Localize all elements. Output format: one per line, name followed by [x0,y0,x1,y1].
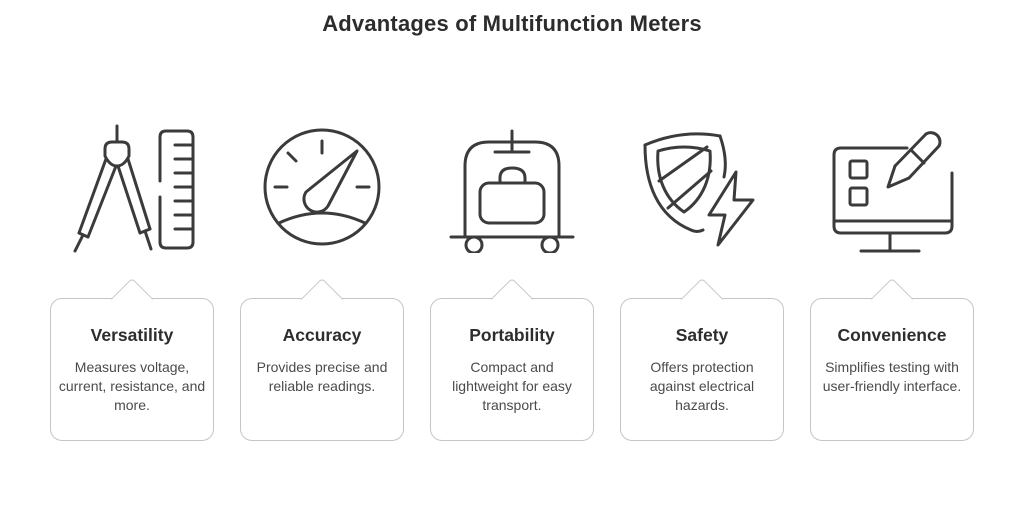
card-pointer [110,277,154,321]
card-description: Simplifies testing with user-friendly in… [822,359,962,394]
gauge-icon [256,123,388,253]
luggage-cart-icon [446,123,578,253]
card-title: Portability [469,325,555,345]
card-title: Convenience [837,325,947,345]
card-pointer [870,277,914,321]
card-title: Safety [675,325,729,345]
card-description: Provides precise and reliable readings. [256,359,388,394]
card-description: Offers protection against electrical haz… [649,359,755,413]
page-title: Advantages of Multifunction Meters [322,11,702,36]
card-pointer [680,277,724,321]
card-title: Versatility [90,325,174,345]
column-versatility: Versatility Measures voltage, current, r… [50,123,214,441]
column-portability: Portability Compact and lightweight for … [430,123,594,441]
column-safety: Safety Offers protection against electri… [620,123,784,441]
monitor-pencil-icon [826,123,958,253]
column-accuracy: Accuracy Provides precise and reliable r… [240,123,404,441]
shield-lightning-icon [636,123,768,253]
card-pointer [490,277,534,321]
card-versatility: Versatility Measures voltage, current, r… [50,277,214,441]
card-accuracy: Accuracy Provides precise and reliable r… [240,277,404,441]
card-pointer [300,277,344,321]
card-description: Measures voltage, current, resistance, a… [58,359,206,413]
card-safety: Safety Offers protection against electri… [620,277,784,441]
card-description: Compact and lightweight for easy transpo… [452,359,572,413]
card-title: Accuracy [282,325,362,345]
compass-ruler-icon [66,123,198,253]
card-convenience: Convenience Simplifies testing with user… [810,277,974,441]
column-convenience: Convenience Simplifies testing with user… [810,123,974,441]
card-portability: Portability Compact and lightweight for … [430,277,594,441]
advantages-row: Versatility Measures voltage, current, r… [0,123,1024,441]
